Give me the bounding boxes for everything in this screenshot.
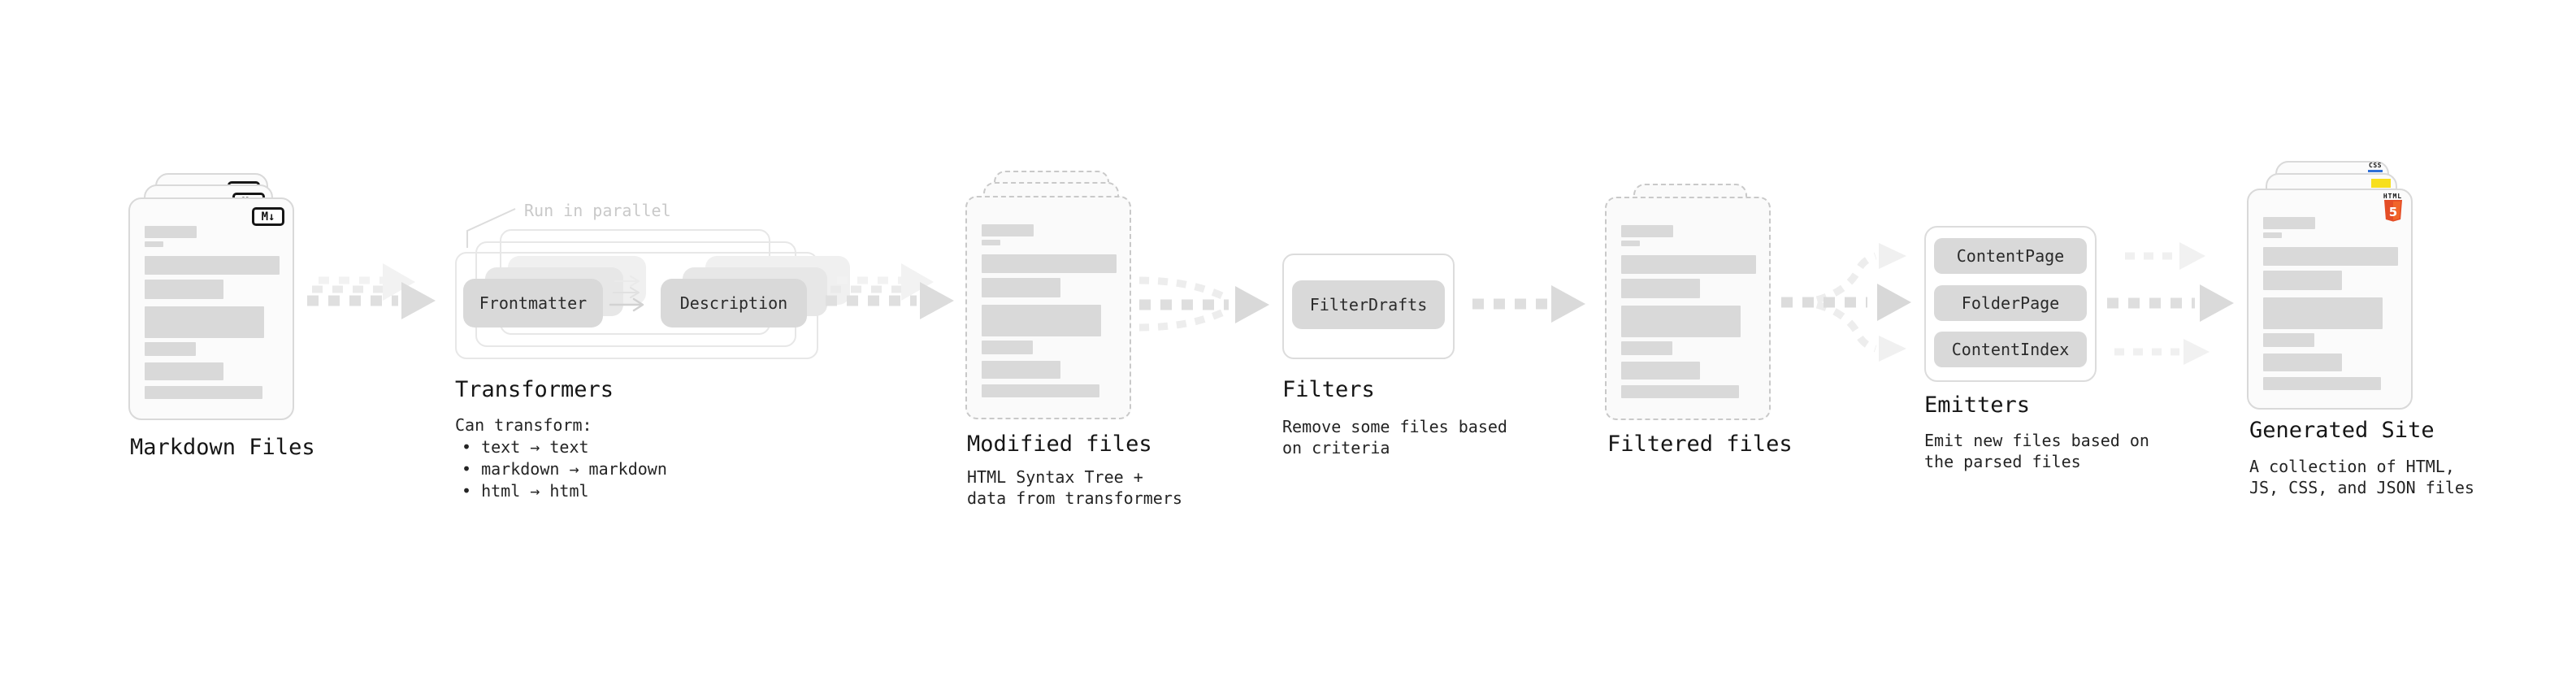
- contentindex-pill: ContentIndex: [1934, 332, 2087, 367]
- doc-text-bar: [145, 256, 280, 275]
- generated-site-doc-html: [2247, 189, 2413, 410]
- arrow-markdown-to-transformers: [307, 263, 436, 319]
- markdown-logo-text: M↓: [261, 210, 275, 223]
- doc-text-bar: [1621, 225, 1673, 237]
- html5-logo-number: 5: [2388, 205, 2396, 219]
- run-in-parallel-note: Run in parallel: [524, 201, 671, 220]
- transformers-caption-title: Can transform:: [455, 415, 592, 435]
- doc-text-bar: [145, 280, 223, 299]
- filterdrafts-pill-label: FilterDrafts: [1309, 295, 1428, 314]
- description-pill: Description: [661, 279, 807, 327]
- modified-file-doc-front: [965, 196, 1131, 419]
- generated-site-caption-line: A collection of HTML,: [2249, 457, 2455, 476]
- doc-text-bar: [1621, 279, 1700, 298]
- doc-text-bar: [1621, 385, 1739, 398]
- filterdrafts-pill: FilterDrafts: [1292, 280, 1445, 329]
- filters-label: Filters: [1282, 377, 1375, 402]
- markdown-logo-icon: M↓: [252, 207, 284, 226]
- doc-text-bar: [145, 241, 163, 247]
- doc-text-bar: [2263, 377, 2381, 390]
- filters-caption-line: Remove some files based: [1282, 417, 1507, 436]
- emitters-caption-line: the parsed files: [1924, 452, 2081, 471]
- arrow-emitter-contentpage-out: [2125, 242, 2205, 270]
- markdown-file-doc-front: M↓: [128, 197, 294, 420]
- contentpage-pill: ContentPage: [1934, 238, 2087, 274]
- generated-site-caption-line: JS, CSS, and JSON files: [2249, 478, 2474, 497]
- html5-logo-icon: HTML 5: [2382, 193, 2404, 222]
- filters-caption-line: on criteria: [1282, 438, 1390, 458]
- markdown-files-label: Markdown Files: [130, 435, 315, 460]
- emitters-label: Emitters: [1924, 393, 2031, 418]
- doc-text-bar: [2263, 247, 2398, 266]
- transformers-bullet: • html → html: [462, 481, 589, 501]
- modified-files-caption-line: data from transformers: [967, 488, 1182, 508]
- doc-text-bar: [2263, 333, 2314, 347]
- doc-text-bar: [982, 384, 1099, 397]
- doc-text-bar: [145, 342, 196, 356]
- doc-text-bar: [1621, 306, 1741, 337]
- html5-shield-icon: 5: [2383, 200, 2402, 222]
- arrow-filters-to-filtered: [1472, 285, 1585, 323]
- filtered-files-label: Filtered files: [1607, 432, 1793, 457]
- doc-text-bar: [982, 224, 1034, 236]
- css3-logo-underline: [2368, 170, 2383, 172]
- css3-logo-text: CSS: [2369, 162, 2382, 169]
- transformers-bullet: • markdown → markdown: [462, 459, 667, 479]
- html5-logo-text: HTML: [2383, 193, 2403, 200]
- generated-site-label: Generated Site: [2249, 418, 2435, 443]
- modified-files-caption-line: HTML Syntax Tree +: [967, 467, 1143, 487]
- contentindex-pill-label: ContentIndex: [1951, 340, 2070, 359]
- modified-files-label: Modified files: [967, 432, 1152, 457]
- doc-text-bar: [982, 361, 1060, 379]
- contentpage-pill-label: ContentPage: [1956, 246, 2065, 266]
- doc-text-bar: [982, 305, 1101, 336]
- description-pill-label: Description: [679, 293, 788, 313]
- arrow-modified-to-filters-merge: [1138, 276, 1269, 332]
- doc-text-bar: [1621, 362, 1700, 380]
- folderpage-pill-label: FolderPage: [1961, 293, 2060, 313]
- transformers-bullet: • text → text: [462, 437, 589, 457]
- doc-text-bar: [145, 362, 223, 380]
- emitters-caption-line: Emit new files based on: [1924, 431, 2149, 450]
- arrow-emitter-folderpage-out: [2107, 284, 2234, 322]
- doc-text-bar: [1621, 341, 1672, 355]
- js-logo-icon: [2371, 179, 2391, 188]
- frontmatter-pill-label: Frontmatter: [479, 293, 588, 313]
- doc-text-bar: [2263, 217, 2315, 229]
- arrow-filtered-to-emitters-fanout: [1781, 243, 1911, 362]
- doc-text-bar: [982, 240, 1000, 245]
- doc-text-bar: [145, 306, 264, 338]
- doc-text-bar: [1621, 255, 1756, 274]
- filtered-file-doc-front: [1605, 197, 1771, 420]
- doc-text-bar: [145, 386, 262, 399]
- doc-text-bar: [145, 226, 197, 238]
- doc-text-bar: [2263, 297, 2383, 329]
- doc-text-bar: [2263, 271, 2342, 290]
- css3-logo-icon: CSS: [2366, 163, 2384, 172]
- doc-text-bar: [982, 254, 1117, 273]
- doc-text-bar: [2263, 232, 2282, 238]
- frontmatter-pill: Frontmatter: [463, 279, 603, 327]
- arrow-emitter-contentindex-out: [2114, 339, 2210, 365]
- doc-text-bar: [982, 340, 1033, 354]
- folderpage-pill: FolderPage: [1934, 285, 2087, 321]
- doc-text-bar: [2263, 354, 2342, 371]
- doc-text-bar: [982, 278, 1060, 297]
- transformers-label: Transformers: [455, 377, 614, 402]
- doc-text-bar: [1621, 241, 1640, 246]
